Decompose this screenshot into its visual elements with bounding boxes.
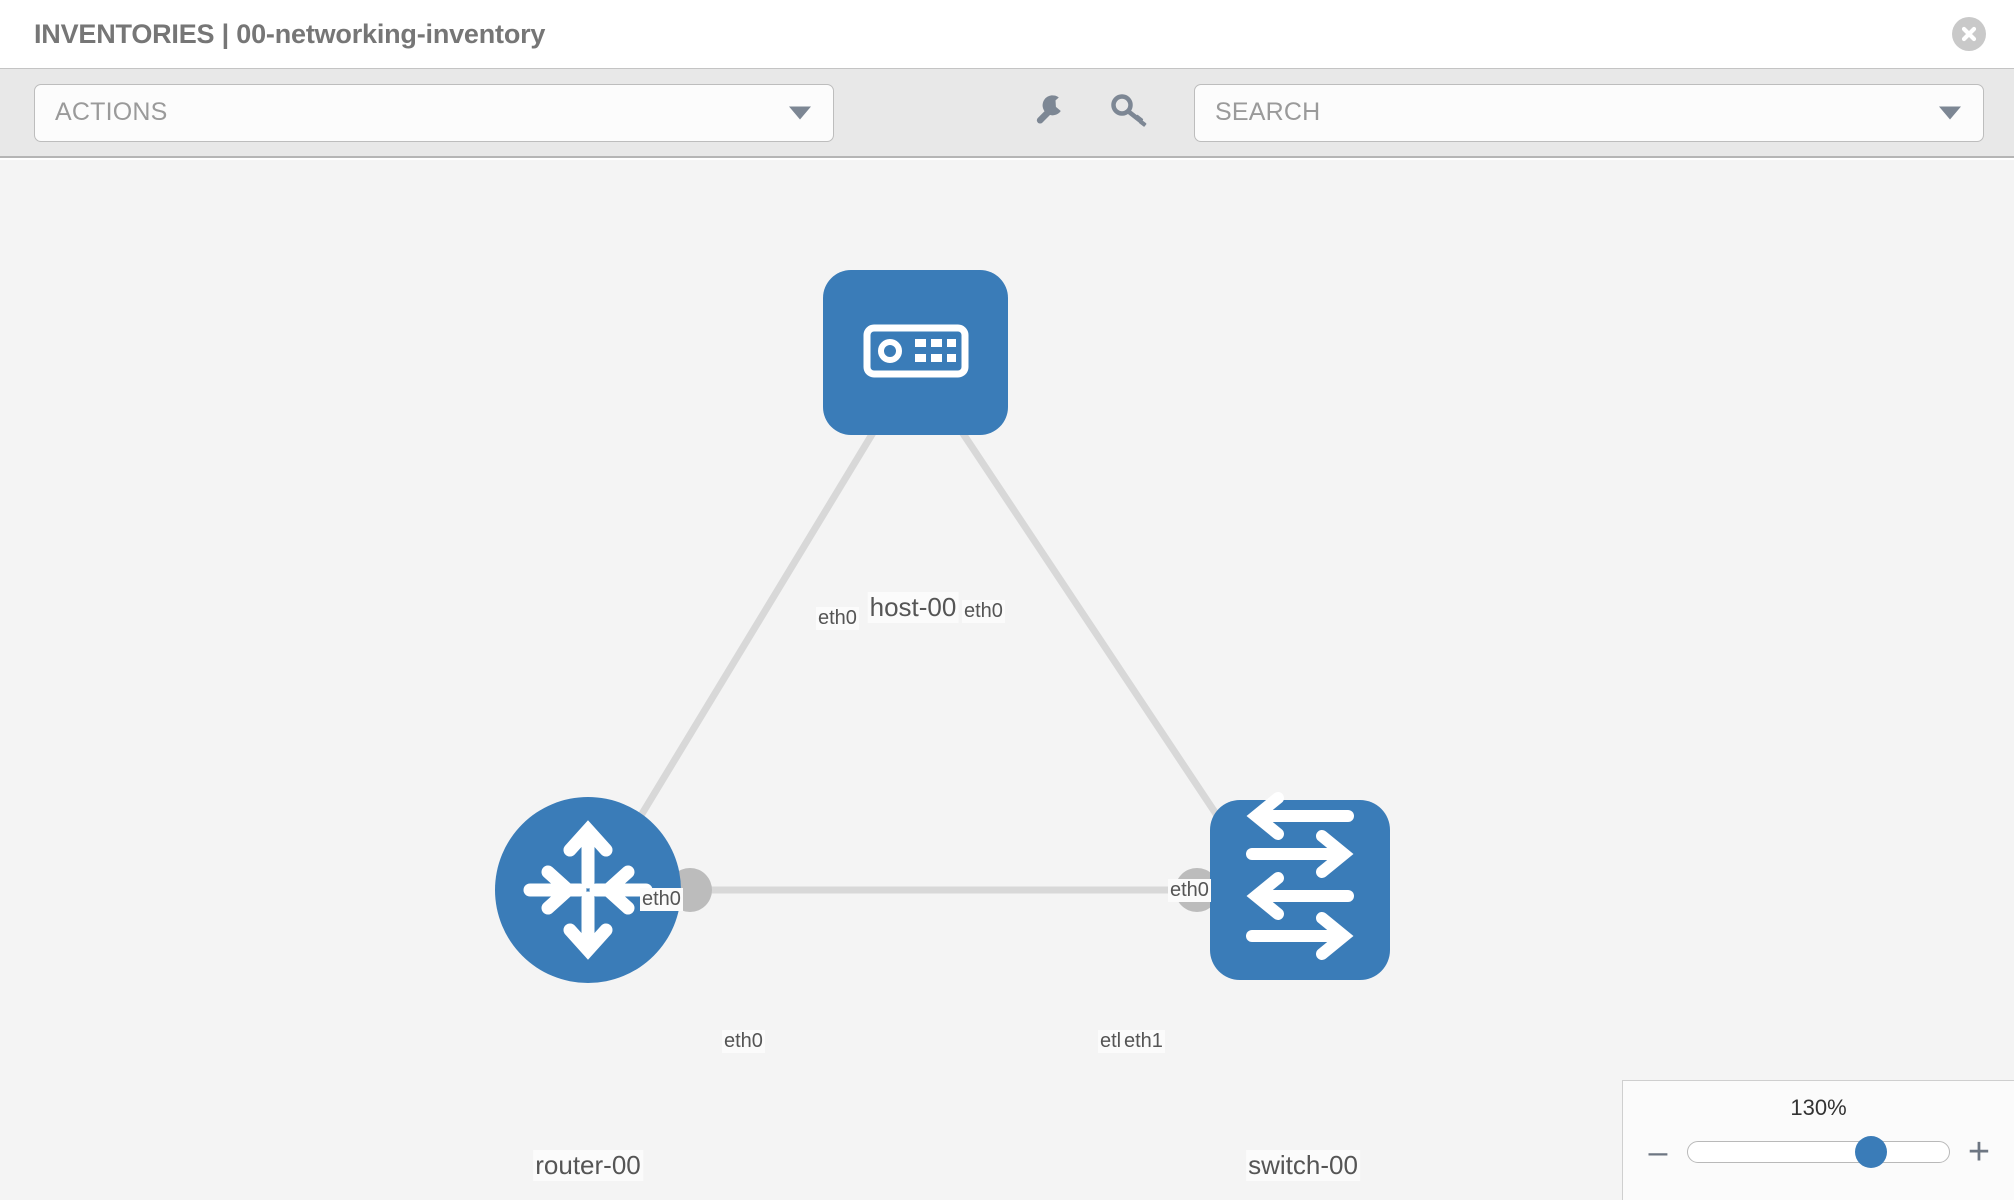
iface-label: eth0 (816, 607, 859, 630)
node-label-switch-00: switch-00 (1246, 1150, 1360, 1181)
topology-canvas[interactable]: host-00 router-00 switch-00 eth0 eth0 et… (0, 160, 2014, 1200)
key-icon[interactable] (1110, 91, 1148, 134)
node-router-00[interactable] (495, 797, 681, 983)
zoom-slider-row: – + (1623, 1133, 2014, 1171)
switch-arrows-icon (1246, 792, 1354, 960)
page-header: INVENTORIES | 00-networking-inventory (0, 0, 2014, 68)
zoom-in-button[interactable]: + (1967, 1131, 1991, 1173)
node-label-host-00: host-00 (867, 592, 959, 623)
zoom-slider[interactable] (1687, 1136, 1950, 1168)
zoom-level-value: 130% (1790, 1095, 1847, 1120)
chevron-down-icon (789, 106, 811, 119)
router-arrows-icon (523, 820, 653, 960)
topology-graph (495, 270, 1390, 983)
zoom-control: 130% – + (1622, 1080, 2014, 1200)
wrench-icon[interactable] (1030, 91, 1068, 134)
node-switch-00[interactable] (1210, 792, 1390, 980)
search-input[interactable]: SEARCH (1194, 83, 1984, 142)
zoom-out-button[interactable]: – (1648, 1133, 1668, 1171)
iface-label: eth0 (640, 888, 683, 911)
link-host00-switch00[interactable] (943, 406, 1243, 852)
toolbar-icon-group (1030, 91, 1148, 134)
search-placeholder: SEARCH (1215, 98, 1321, 126)
iface-label: eth0 (1168, 879, 1211, 902)
iface-label: eth1 (1122, 1030, 1165, 1053)
page-title: INVENTORIES | 00-networking-inventory (34, 18, 546, 49)
close-icon[interactable] (1952, 17, 1986, 51)
zoom-slider-thumb[interactable] (1854, 1136, 1887, 1168)
iface-label: etl (1098, 1030, 1124, 1053)
actions-dropdown-label: ACTIONS (55, 98, 168, 126)
node-label-router-00: router-00 (533, 1150, 643, 1181)
iface-label: eth0 (962, 600, 1005, 623)
link-host00-router00[interactable] (611, 406, 891, 862)
actions-dropdown[interactable]: ACTIONS (34, 83, 834, 142)
node-host-00[interactable] (823, 270, 1008, 435)
iface-label: eth0 (722, 1030, 765, 1053)
server-icon (863, 324, 969, 378)
chevron-down-icon[interactable] (1939, 106, 1961, 119)
toolbar: ACTIONS SEARCH (0, 68, 2014, 158)
